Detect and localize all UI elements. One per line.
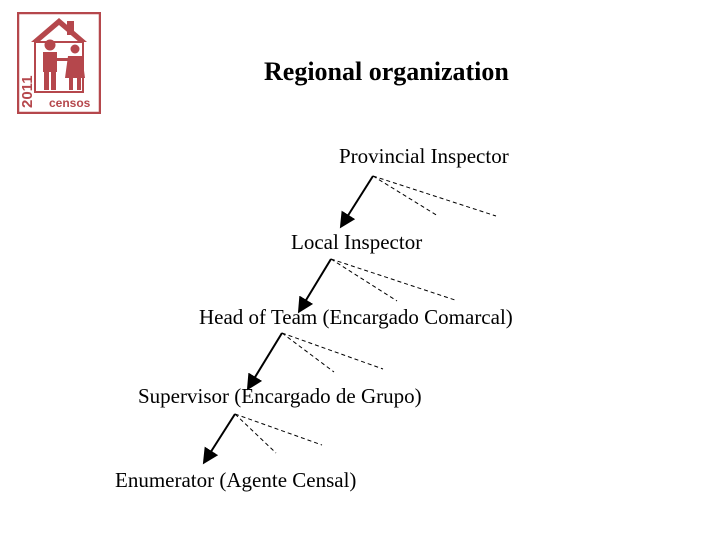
connector-group <box>339 175 497 229</box>
dashed-line <box>372 175 497 217</box>
solid-arrow <box>339 175 374 229</box>
slide-title: Regional organization <box>264 57 509 86</box>
connector-group <box>297 258 456 314</box>
svg-text:censos: censos <box>49 96 91 110</box>
censos-2011-logo: 2011 censos <box>17 12 101 114</box>
node-provincial-inspector: Provincial Inspector <box>339 144 509 168</box>
node-local-inspector: Local Inspector <box>291 230 423 254</box>
dashed-line <box>330 258 398 302</box>
svg-text:2011: 2011 <box>19 75 36 108</box>
solid-arrow <box>297 258 332 314</box>
solid-arrow <box>246 332 283 391</box>
node-head-of-team: Head of Team (Encargado Comarcal) <box>199 305 513 329</box>
dashed-line <box>281 332 335 373</box>
node-enumerator: Enumerator (Agente Censal) <box>115 468 357 492</box>
dashed-line <box>281 332 384 370</box>
solid-arrow <box>202 413 236 465</box>
dashed-line <box>372 175 439 217</box>
connector-group <box>202 413 323 465</box>
connector-group <box>246 332 384 391</box>
dashed-line <box>234 413 323 446</box>
node-supervisor: Supervisor (Encargado de Grupo) <box>138 384 422 408</box>
dashed-line <box>234 413 277 454</box>
dashed-line <box>330 258 456 301</box>
